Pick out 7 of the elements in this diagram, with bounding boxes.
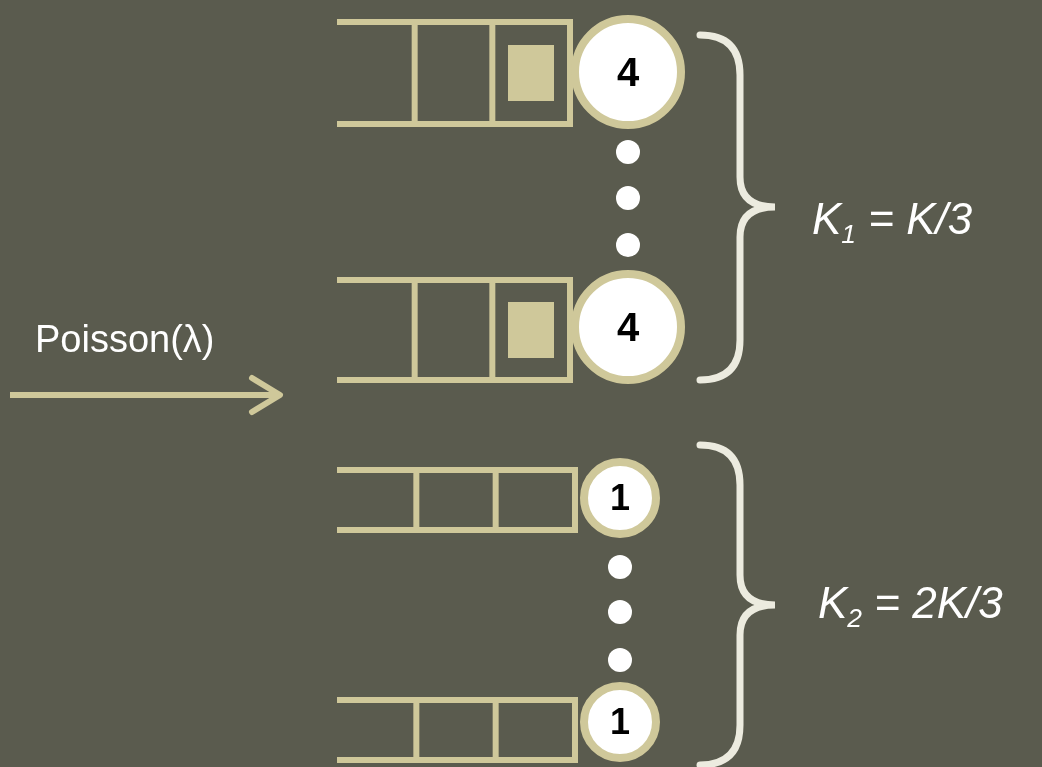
server-count: 4 [616,304,640,350]
arrival-label: Poisson(λ) [35,318,215,362]
server-count: 1 [610,701,630,743]
group-size-label: K$_{1}$ = K/3 [812,194,973,250]
group-size-label: K$_{2}$ = 2K/3 [818,578,1003,634]
server-count: 1 [610,477,630,519]
server-count: 4 [616,49,640,95]
